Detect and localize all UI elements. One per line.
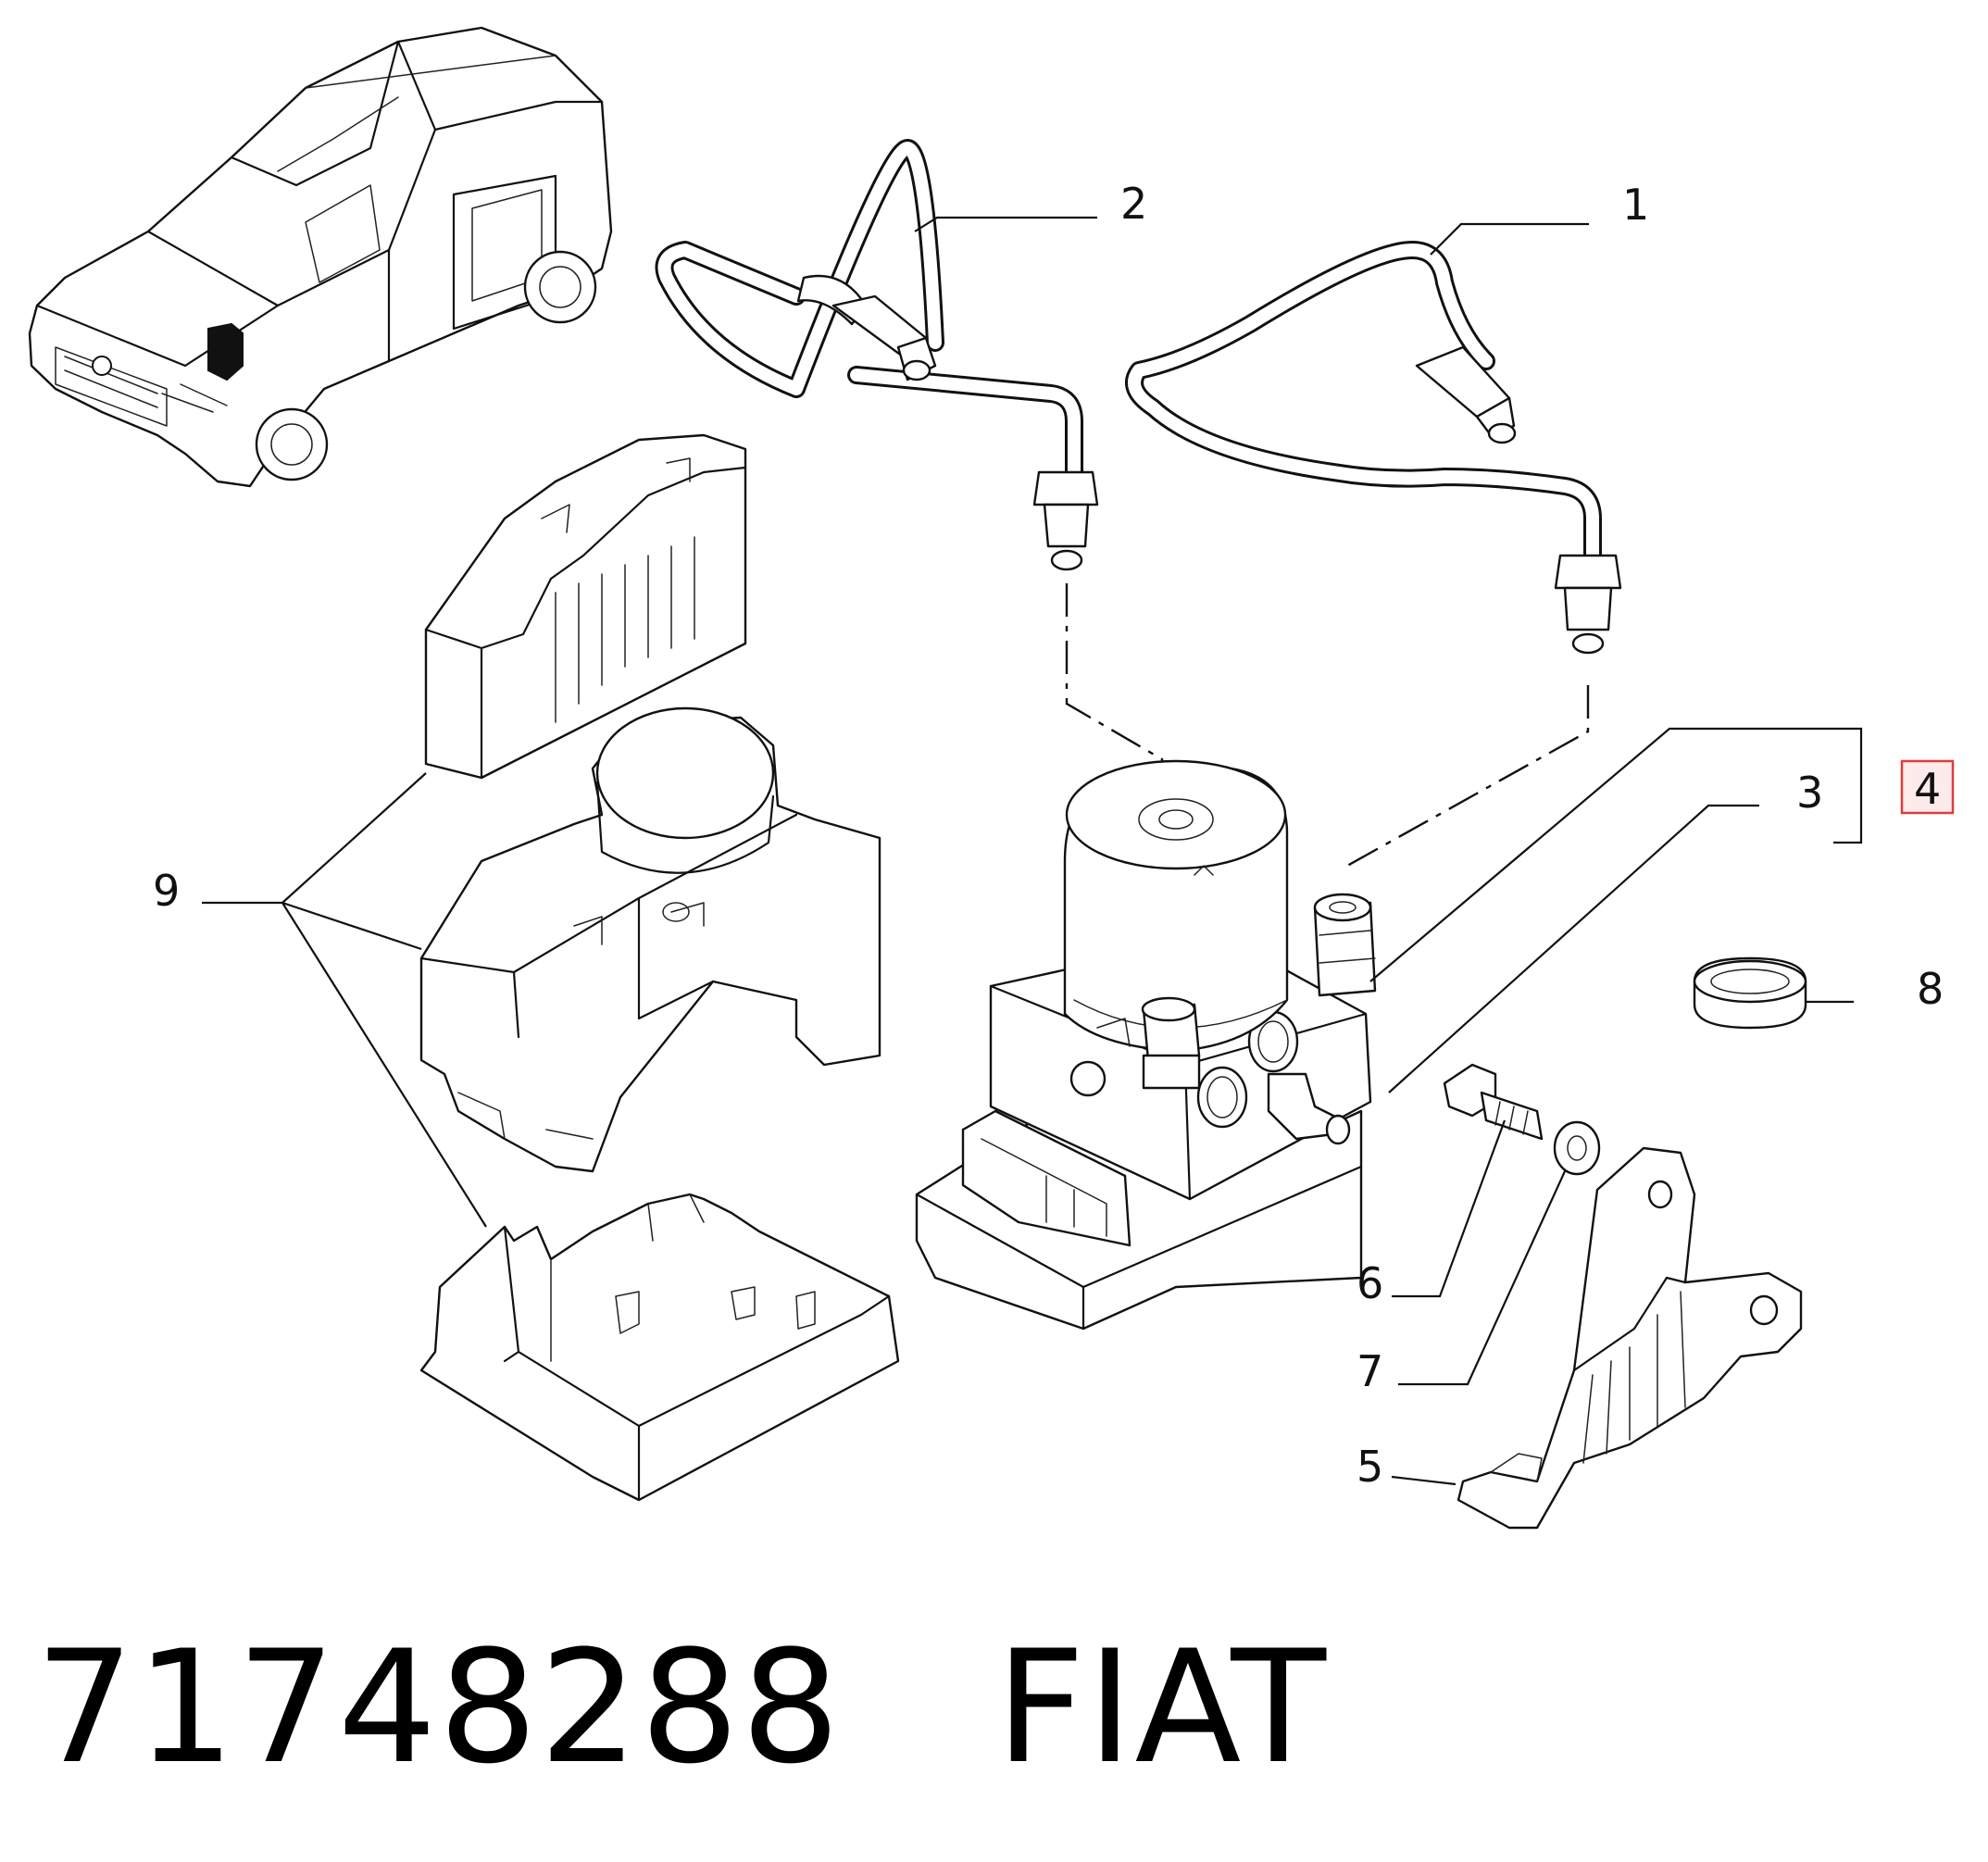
callout-8: 8: [1917, 964, 1944, 1014]
bolt-6: [1443, 1063, 1544, 1141]
abs-hydraulic-unit: [915, 759, 1377, 1331]
vehicle-thumbnail: [28, 26, 613, 488]
part-number: 71748288: [35, 1617, 843, 1798]
bracket-5: [1457, 1146, 1803, 1530]
callout-5: 5: [1357, 1442, 1383, 1492]
part-number-caption: 71748288 FIAT: [35, 1630, 1328, 1785]
callout-4-highlight-box: [1900, 759, 1955, 815]
leader-lines: [202, 216, 1863, 1486]
callout-6: 6: [1357, 1258, 1383, 1308]
brand-name: FIAT: [995, 1617, 1328, 1798]
callout-7: 7: [1357, 1346, 1383, 1396]
callout-3: 3: [1796, 768, 1823, 818]
callout-1: 1: [1622, 180, 1649, 230]
callout-labels: 1 2 3 4 5 6 7 8 9: [153, 179, 1955, 1492]
cover-upper: [424, 433, 747, 780]
cover-middle: [419, 706, 881, 1173]
brake-pipe-1: [1125, 241, 1622, 655]
brake-pipe-2: [655, 139, 1099, 571]
abs-location-marker: [207, 322, 244, 381]
washer-7: [1553, 1120, 1601, 1176]
cover-tray: [419, 1193, 900, 1502]
callout-2: 2: [1120, 179, 1147, 229]
grommet-8: [1693, 956, 1807, 1030]
callout-9: 9: [153, 866, 180, 916]
callout-4: 4: [1914, 764, 1941, 814]
